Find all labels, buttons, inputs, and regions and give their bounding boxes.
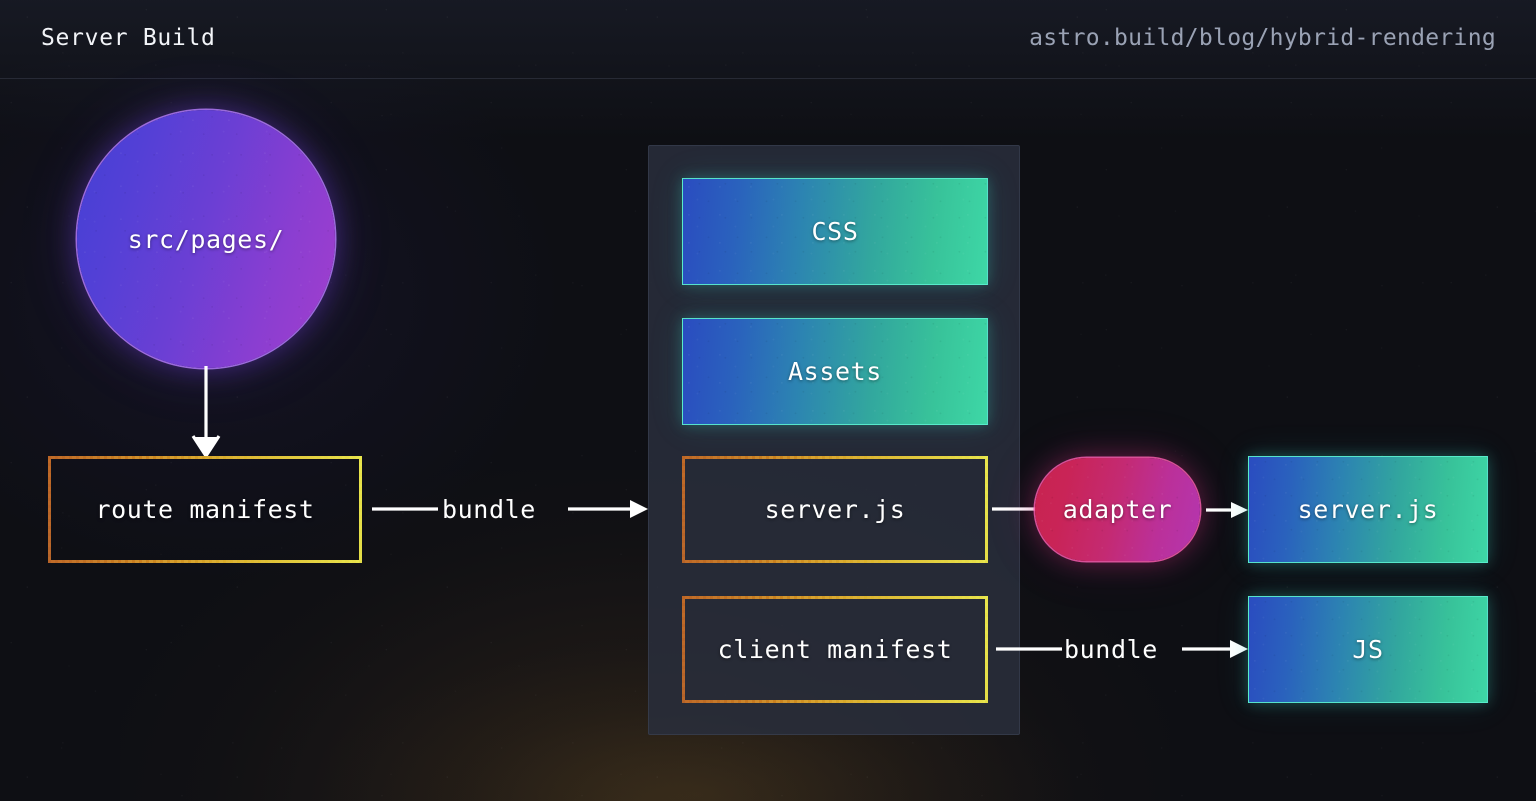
- node-src-pages[interactable]: src/pages/: [77, 110, 335, 368]
- node-route-manifest[interactable]: route manifest: [48, 456, 362, 563]
- node-client-manifest[interactable]: client manifest: [682, 596, 988, 703]
- node-client-manifest-label: client manifest: [717, 635, 953, 664]
- node-css[interactable]: CSS: [682, 178, 988, 285]
- node-css-label: CSS: [811, 217, 859, 246]
- node-assets[interactable]: Assets: [682, 318, 988, 425]
- edge-label-bundle-top: bundle: [442, 495, 536, 524]
- edge-client-to-bundle-arrow: [1182, 640, 1248, 658]
- node-output-server-js-label: server.js: [1297, 495, 1439, 524]
- header-bar: Server Build astro.build/blog/hybrid-ren…: [0, 0, 1536, 79]
- node-route-manifest-label: route manifest: [95, 495, 315, 524]
- node-server-js-intermediate[interactable]: server.js: [682, 456, 988, 563]
- node-src-pages-label: src/pages/: [127, 224, 285, 254]
- edge-adapter-to-output-server: [1206, 502, 1248, 518]
- edge-source-to-route-manifest: [191, 366, 221, 459]
- node-server-js-intermediate-label: server.js: [764, 495, 906, 524]
- page-title: Server Build: [41, 25, 216, 51]
- node-adapter[interactable]: adapter: [1035, 458, 1200, 561]
- node-output-js-label: JS: [1352, 635, 1384, 664]
- node-output-server-js[interactable]: server.js: [1248, 456, 1488, 563]
- node-adapter-label: adapter: [1062, 495, 1173, 524]
- source-url: astro.build/blog/hybrid-rendering: [1029, 25, 1496, 51]
- edge-label-bundle-bottom: bundle: [1064, 635, 1158, 664]
- edge-route-to-bundle-arrow: [568, 500, 648, 518]
- node-assets-label: Assets: [788, 357, 882, 386]
- edge-route-to-bundle-line-left: [372, 507, 438, 511]
- node-output-js[interactable]: JS: [1248, 596, 1488, 703]
